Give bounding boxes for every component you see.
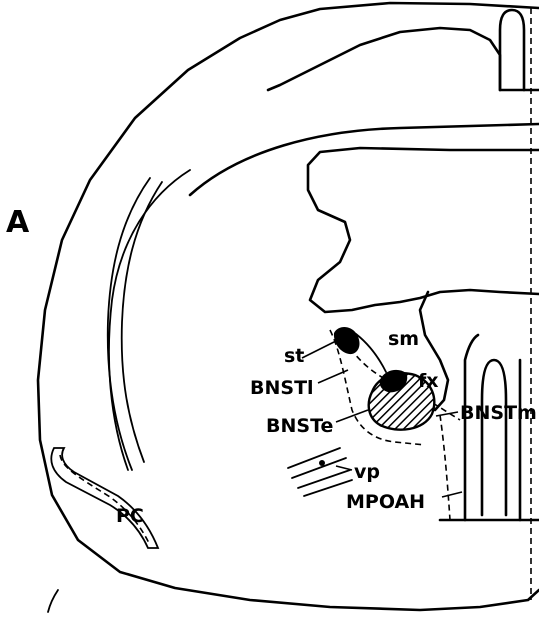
st-leader <box>302 340 338 358</box>
external-capsule-inner <box>122 182 162 462</box>
vp-leader <box>336 466 352 470</box>
corpus-callosum-lower <box>268 28 539 90</box>
panel-letter: A <box>6 205 30 240</box>
lower-midline-left <box>465 335 478 520</box>
bnst-l-leader <box>318 370 348 383</box>
mpoah-dashed-boundary <box>440 415 450 520</box>
label-st: st <box>284 345 304 367</box>
cortical-arc <box>109 170 190 470</box>
midline-pillar <box>482 360 506 515</box>
label-sm: sm <box>388 328 419 350</box>
upper-midline-structure <box>500 10 524 90</box>
label-bnst-l: BNSTl <box>250 377 314 399</box>
label-mpoah: MPOAH <box>346 491 425 513</box>
label-vp: vp <box>354 461 380 483</box>
mpoah-leader <box>442 492 462 497</box>
label-bnst-e: BNSTe <box>266 415 333 437</box>
bnst-m-leader <box>436 412 458 416</box>
corpus-callosum-upper <box>190 124 539 195</box>
ventral-pallidum-marks <box>288 448 352 496</box>
external-capsule-outer <box>108 178 150 470</box>
piriform-cortex-outline <box>51 448 158 548</box>
stria-terminalis-trail <box>356 334 386 372</box>
label-fx: fx <box>418 370 439 392</box>
label-pc: PC <box>116 505 144 527</box>
bottom-stroke <box>48 590 58 612</box>
striatum-outline <box>308 148 539 312</box>
label-bnst-m: BNSTm <box>460 402 537 424</box>
